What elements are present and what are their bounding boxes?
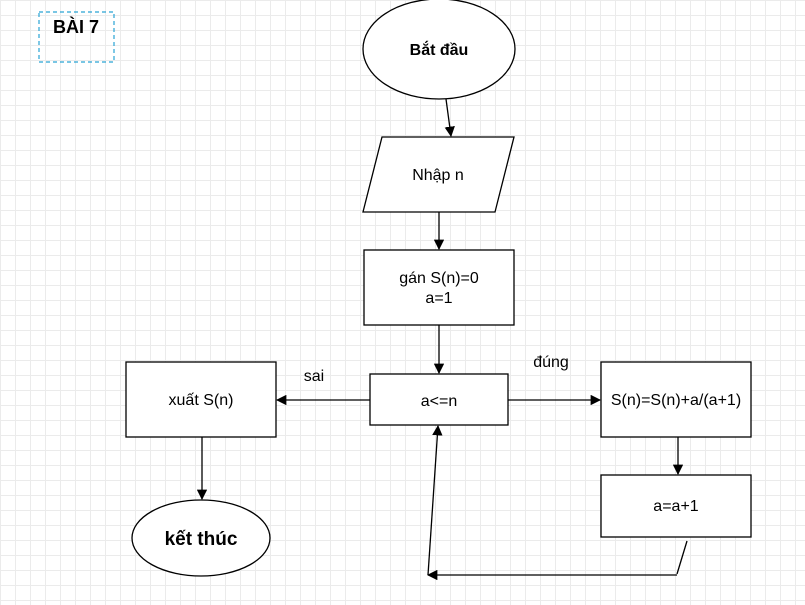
edge-loop-back-up[interactable]	[427, 424, 443, 576]
init-rect	[363, 249, 515, 326]
output-rect	[125, 361, 277, 438]
update-sum-node[interactable]: S(n)=S(n)+a/(a+1)	[600, 361, 752, 438]
diagram-title: BÀI 7	[53, 16, 99, 37]
output-node[interactable]: xuất S(n)	[125, 361, 277, 438]
update-sum-label: S(n)=S(n)+a/(a+1)	[611, 392, 741, 409]
edge-start-to-input[interactable]	[444, 98, 455, 138]
edge-label-false: sai	[304, 368, 324, 385]
output-label: xuất S(n)	[169, 392, 234, 409]
increment-rect	[600, 474, 752, 538]
init-label-line2: a=1	[425, 290, 452, 307]
title-selection-border	[38, 11, 115, 63]
increment-label: a=a+1	[653, 498, 698, 515]
end-node[interactable]: kết thúc	[131, 499, 271, 577]
start-node[interactable]: Bắt đầu	[362, 0, 516, 100]
init-label-line1: gán S(n)=0	[399, 270, 479, 287]
input-parallelogram	[362, 136, 515, 213]
condition-node[interactable]: a<=n	[369, 373, 509, 426]
edge-label-true: đúng	[533, 354, 569, 371]
init-node[interactable]: gán S(n)=0 a=1	[363, 249, 515, 326]
end-label: kết thúc	[165, 529, 238, 550]
start-ellipse	[362, 0, 516, 100]
input-label: Nhập n	[412, 167, 464, 184]
start-label: Bắt đầu	[410, 40, 469, 59]
edge-increment-down[interactable]	[676, 540, 688, 575]
condition-label: a<=n	[421, 393, 457, 410]
increment-node[interactable]: a=a+1	[600, 474, 752, 538]
update-sum-rect	[600, 361, 752, 438]
title-box[interactable]: BÀI 7	[38, 11, 115, 63]
input-node[interactable]: Nhập n	[362, 136, 515, 213]
